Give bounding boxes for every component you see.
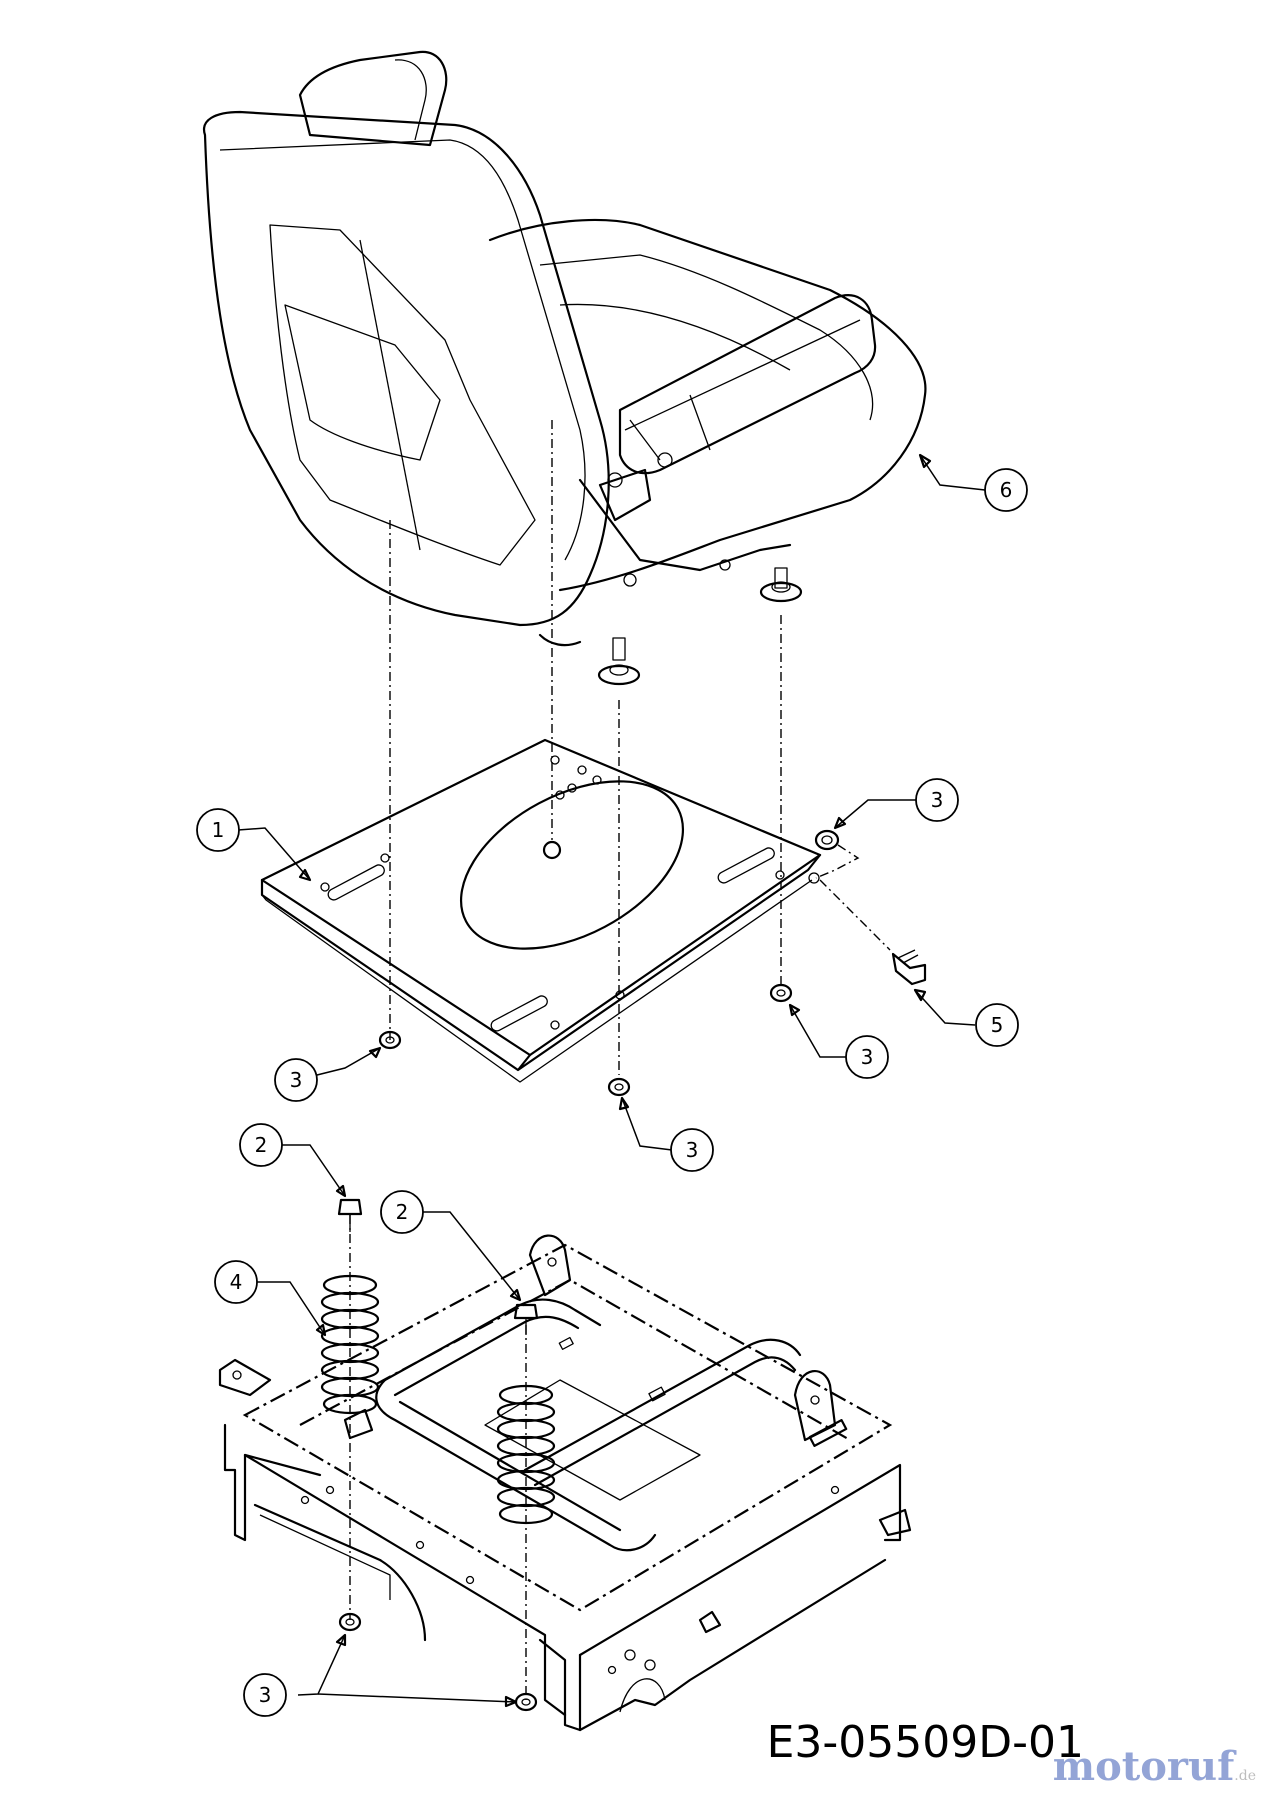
svg-text:1: 1: [212, 818, 225, 842]
svg-text:3: 3: [259, 1683, 272, 1707]
callout-4: 4: [214, 1260, 258, 1304]
callout-3-plate-right: 3: [845, 1035, 889, 1079]
flange-nut-plate-front: [607, 1077, 631, 1097]
hex-bolt-right: [513, 1303, 539, 1335]
callout-2-right: 2: [380, 1190, 424, 1234]
callout-2-left: 2: [239, 1123, 283, 1167]
callout-3-plate-left: 3: [274, 1058, 318, 1102]
svg-text:5: 5: [991, 1013, 1004, 1037]
svg-text:2: 2: [255, 1133, 268, 1157]
flange-nut-base-left: [338, 1612, 362, 1632]
flange-nut-plate-left: [378, 1030, 402, 1050]
diagram-id-label: E3-05509D-01: [766, 1717, 1084, 1768]
leader-lines: [237, 453, 986, 1708]
hex-bolt-left: [337, 1198, 363, 1232]
coil-spring-left: [320, 1274, 380, 1415]
seat-plate: [260, 738, 822, 1083]
svg-text:2: 2: [396, 1200, 409, 1224]
seat-assembly: [202, 50, 927, 686]
seat-stud-front: [759, 567, 803, 603]
svg-text:3: 3: [290, 1068, 303, 1092]
watermark-domain: .de: [1234, 1768, 1256, 1784]
watermark-text: motoruf: [1052, 1743, 1235, 1790]
flange-nut-plate-side: [814, 829, 840, 851]
flange-nut-plate-right: [769, 983, 793, 1003]
callout-5: 5: [975, 1003, 1019, 1047]
svg-text:3: 3: [686, 1138, 699, 1162]
callout-3-plate-front: 3: [670, 1128, 714, 1172]
svg-text:6: 6: [1000, 478, 1013, 502]
callout-6: 6: [984, 468, 1028, 512]
svg-text:3: 3: [861, 1045, 874, 1069]
coil-spring-right: [496, 1384, 556, 1525]
seat-stud-rear: [597, 637, 641, 686]
callout-3-base: 3: [243, 1673, 287, 1717]
callout-1: 1: [196, 808, 240, 852]
shoulder-bolt: [891, 949, 927, 986]
callout-3-plate-side: 3: [915, 778, 959, 822]
flange-nut-base-right: [514, 1692, 538, 1712]
svg-text:3: 3: [931, 788, 944, 812]
seat-base-frame: [218, 1234, 912, 1732]
svg-text:4: 4: [230, 1270, 243, 1294]
watermark-logo: motoruf.de: [1053, 1743, 1256, 1790]
